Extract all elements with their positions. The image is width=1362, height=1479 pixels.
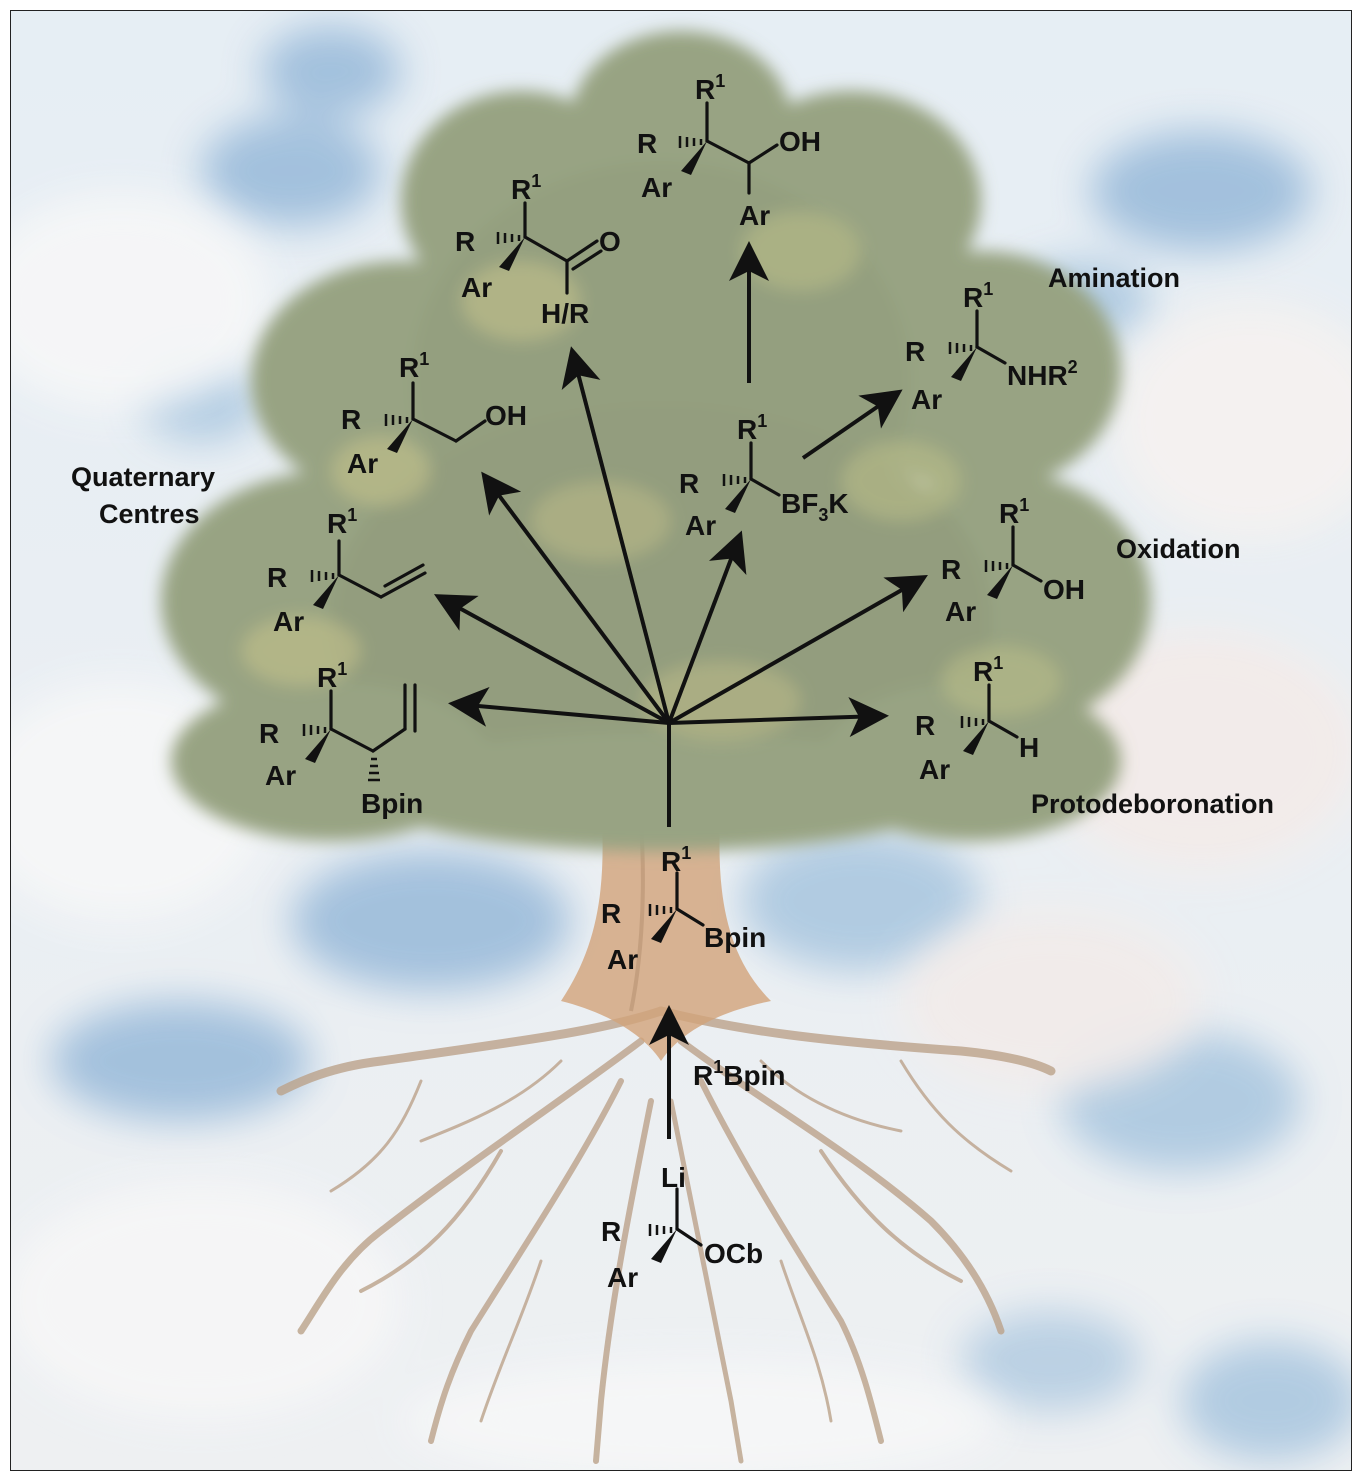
figure-frame: Quaternary Centres Amination Oxidation P… (10, 10, 1352, 1471)
label-oxidation: Oxidation (1116, 534, 1241, 564)
atom-ar: Ar (911, 384, 942, 415)
atom-r: R (259, 718, 279, 749)
label-protodeboronation: Protodeboronation (1031, 789, 1274, 819)
atom-ar: Ar (607, 1262, 638, 1293)
label-quaternary-line2: Centres (99, 499, 200, 529)
atom-o: O (599, 226, 621, 257)
atom-ar: Ar (919, 754, 950, 785)
atom-ar: Ar (265, 760, 296, 791)
reagent-label: R1Bpin (693, 1057, 785, 1091)
atom-ar: Ar (607, 944, 638, 975)
atom-oh: OH (779, 126, 821, 157)
atom-li: Li (661, 1162, 686, 1193)
atom-r: R (455, 226, 475, 257)
atom-bpin: Bpin (704, 922, 766, 953)
atom-ar: Ar (641, 172, 672, 203)
atom-r: R (601, 898, 621, 929)
atom-ar: Ar (273, 606, 304, 637)
atom-ar: Ar (347, 448, 378, 479)
atom-ar: Ar (945, 596, 976, 627)
atom-bpin: Bpin (361, 788, 423, 819)
atom-r: R (941, 554, 961, 585)
atom-r: R (341, 404, 361, 435)
atom-ocb: OCb (704, 1238, 763, 1269)
atom-r: R (637, 128, 657, 159)
atom-r: R (915, 710, 935, 741)
atom-r: R (601, 1216, 621, 1247)
atom-oh: OH (485, 400, 527, 431)
wash-overlay (11, 11, 1351, 1470)
atom-h: H (1019, 732, 1039, 763)
atom-r: R (267, 562, 287, 593)
atom-oh: OH (1043, 574, 1085, 605)
atom-ar-2: Ar (739, 200, 770, 231)
atom-r: R (679, 468, 699, 499)
atom-ar: Ar (685, 510, 716, 541)
label-quaternary-line1: Quaternary (71, 462, 215, 492)
atom-ar: Ar (461, 272, 492, 303)
atom-r: R (905, 336, 925, 367)
atom-nhr2: NHR2 (1007, 357, 1078, 391)
reaction-tree-figure: Quaternary Centres Amination Oxidation P… (11, 11, 1351, 1470)
atom-h-or-r: H/R (541, 298, 589, 329)
label-amination: Amination (1048, 263, 1180, 293)
